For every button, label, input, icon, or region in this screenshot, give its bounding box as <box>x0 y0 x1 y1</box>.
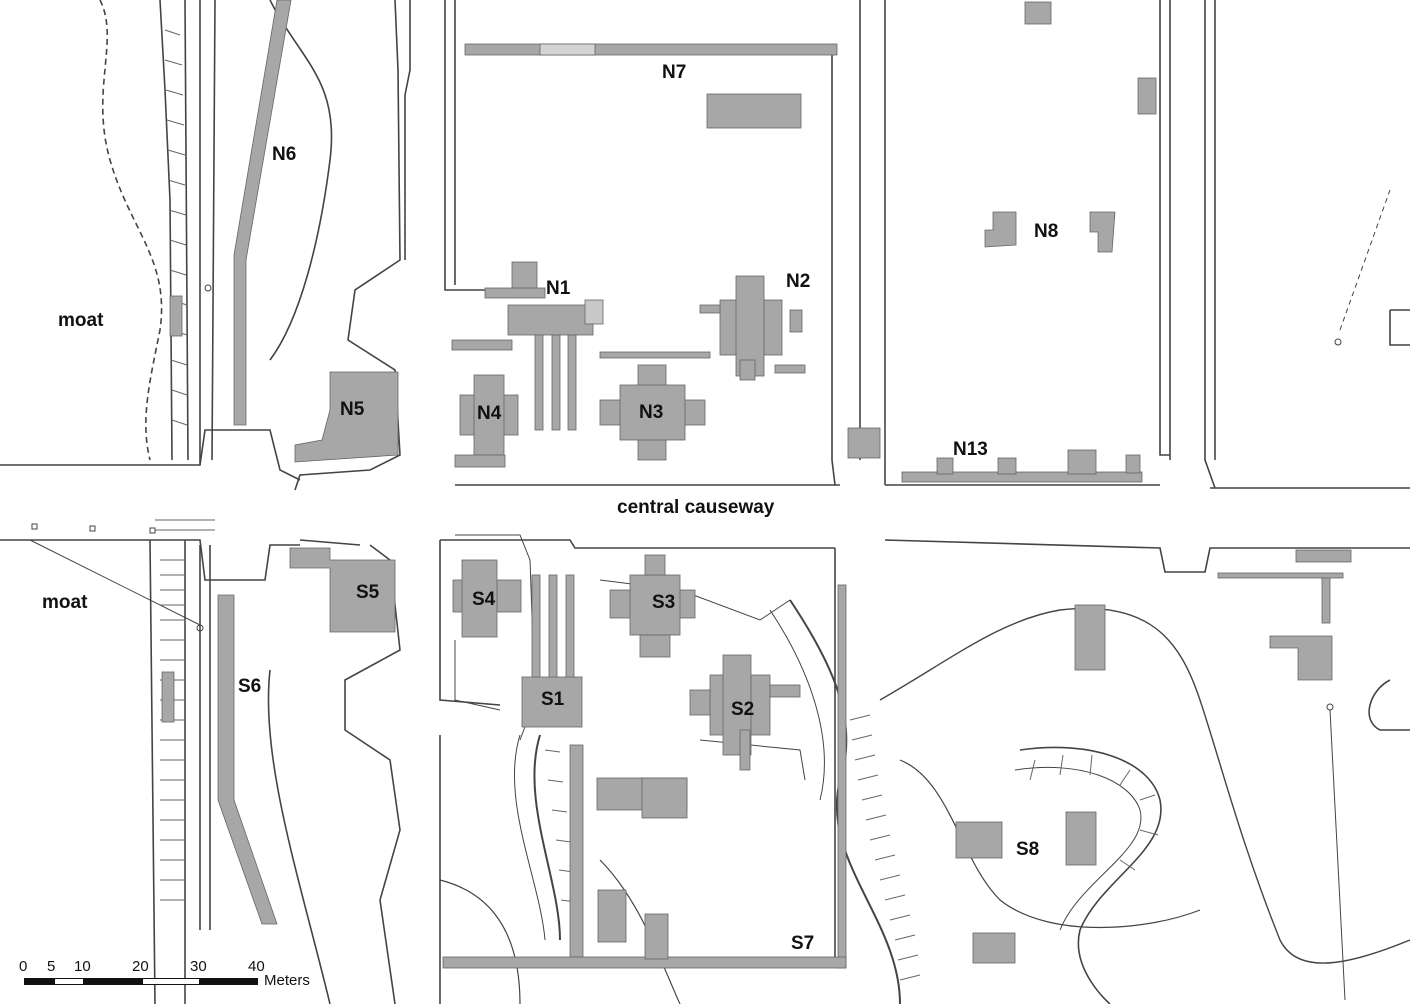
structure-N6 <box>233 0 292 426</box>
label-moat-north: moat <box>58 310 104 331</box>
label-N3: N3 <box>639 402 664 423</box>
label-N2: N2 <box>786 271 811 292</box>
scale-segment-5 <box>200 978 258 985</box>
structure-S4 <box>452 559 575 686</box>
scale-segment-4 <box>142 978 200 985</box>
scale-tick-0: 0 <box>19 958 28 975</box>
structure-N4 <box>451 339 519 468</box>
label-S2: S2 <box>731 699 755 720</box>
structure-N7 <box>464 43 838 56</box>
scale-tick-30: 30 <box>190 958 207 975</box>
scale-bar: 0 5 10 20 30 40 Meters <box>14 958 344 998</box>
label-S4: S4 <box>472 589 496 610</box>
structure-N1 <box>484 261 604 431</box>
structure-N2 <box>699 275 806 381</box>
label-S8: S8 <box>1016 839 1040 860</box>
structure-S6 <box>217 594 278 925</box>
label-N8: N8 <box>1034 221 1059 242</box>
structure-S1 <box>521 676 583 728</box>
scale-tick-10: 10 <box>74 958 91 975</box>
label-N6: N6 <box>272 144 297 165</box>
scale-tick-5: 5 <box>47 958 56 975</box>
scale-segment-1 <box>24 978 54 985</box>
structure-S5 <box>289 547 396 633</box>
label-S7: S7 <box>791 933 815 954</box>
structure-N7-building <box>706 93 802 129</box>
structure-S3 <box>609 554 696 658</box>
scale-unit: Meters <box>264 972 310 989</box>
label-N7: N7 <box>662 62 687 83</box>
scale-tick-40: 40 <box>248 958 265 975</box>
structure-N3 <box>599 351 711 461</box>
label-S3: S3 <box>652 592 676 613</box>
label-N4: N4 <box>477 403 502 424</box>
structure-N8-a <box>984 211 1017 248</box>
label-moat-south: moat <box>42 592 88 613</box>
label-N5: N5 <box>340 399 365 420</box>
structure-footprints <box>161 0 1352 969</box>
structure-N5 <box>294 371 399 463</box>
label-S1: S1 <box>541 689 565 710</box>
structure-N8-b <box>1089 211 1116 253</box>
label-central-causeway: central causeway <box>617 497 775 518</box>
label-S6: S6 <box>238 676 262 697</box>
scale-tick-20: 20 <box>132 958 149 975</box>
label-N1: N1 <box>546 278 571 299</box>
label-S5: S5 <box>356 582 380 603</box>
scale-segment-3 <box>84 978 142 985</box>
structure-N13 <box>901 449 1143 483</box>
structure-S7 <box>442 584 847 969</box>
survey-markers <box>31 284 1342 711</box>
structure-S2 <box>689 654 801 771</box>
structure-S8 <box>955 811 1097 964</box>
label-N13: N13 <box>953 439 988 460</box>
scale-segment-2 <box>54 978 84 985</box>
